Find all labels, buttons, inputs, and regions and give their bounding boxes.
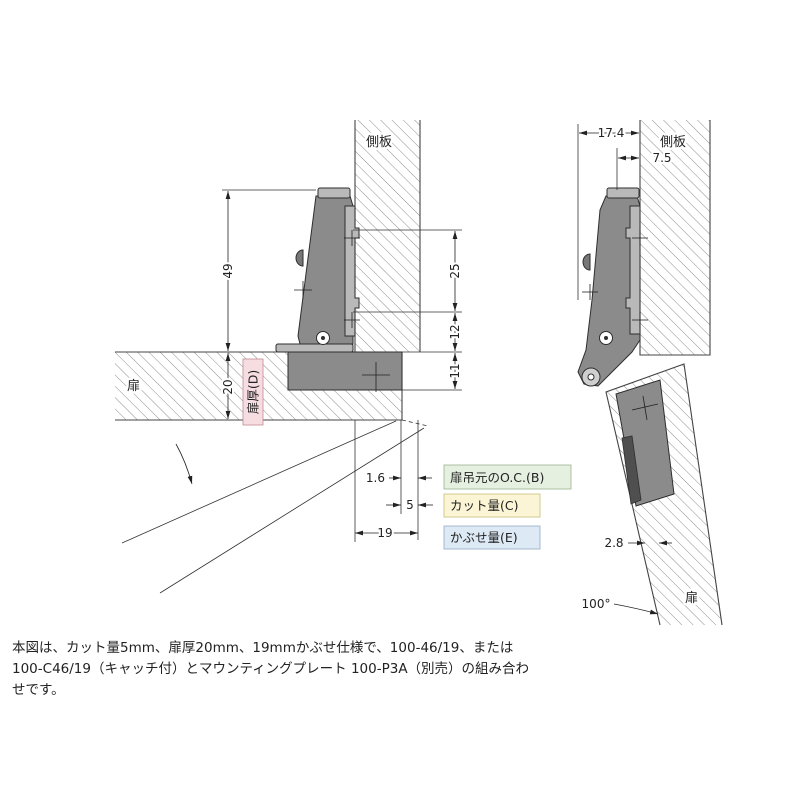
left-dimension-lines: [225, 191, 458, 536]
right-extension-lines: [577, 124, 618, 300]
caption-line-3: せです。: [12, 682, 65, 698]
dim-plate-upper: 25: [448, 263, 462, 278]
dim-arm-height: 49: [221, 263, 235, 278]
center-marks: [582, 230, 659, 421]
dim-door-thickness: 20: [221, 379, 235, 394]
legend-label: かぶせ量(E): [450, 530, 518, 545]
caption: 本図は、カット量5mm、扉厚20mm、19mmかぶせ仕様で、100-46/19、…: [12, 640, 529, 698]
dim-overlay: 19: [377, 526, 392, 540]
left-side-panel-label: 側板: [366, 135, 392, 150]
left-view: 側板 扉 扉厚(D) 49 20 25 12 11 1.6 5 19: [115, 120, 464, 594]
hinge-arm-cap: [317, 187, 351, 199]
hinge-arm-cap: [606, 187, 640, 199]
legend-label: 扉吊元のO.C.(B): [450, 470, 544, 485]
right-door-label: 扉: [685, 590, 698, 606]
adjust-screw-icon: [582, 253, 591, 271]
hinge-base-plate: [275, 343, 354, 353]
adjust-screw-icon: [295, 249, 304, 267]
right-hinge: [577, 187, 675, 507]
left-door-label: 扉: [127, 378, 140, 394]
dim-top: 17.4: [598, 126, 625, 140]
mounting-plate: [344, 205, 360, 337]
right-dimension-lines: [579, 130, 672, 615]
hinge-cup: [287, 351, 403, 391]
caption-line-2: 100-C46/19（キャッチ付）とマウンティングプレート 100-P3A（別売…: [12, 661, 529, 677]
hinge-knuckle-center: [587, 373, 595, 381]
left-hinge: [275, 187, 403, 392]
right-side-panel: [639, 120, 711, 356]
caption-line-1: 本図は、カット量5mm、扉厚20mm、19mmかぶせ仕様で、100-46/19、…: [12, 640, 513, 656]
legend-label: カット量(C): [450, 498, 518, 513]
legend: 扉吊元のO.C.(B) カット量(C) かぶせ量(E): [443, 464, 572, 550]
door-thickness-tag: 扉厚(D): [242, 358, 264, 426]
left-side-panel: [354, 120, 421, 352]
door-swing-lines: [121, 419, 429, 594]
dim-gap: 2.8: [604, 536, 623, 550]
door-thickness-label: 扉厚(D): [246, 370, 261, 414]
door-thickness-box: [242, 358, 264, 426]
dim-cup-depth: 11: [448, 363, 462, 378]
legend-item-cut: カット量(C): [443, 493, 541, 518]
dim-angle: 100°: [582, 597, 611, 611]
dim-offset: 7.5: [652, 151, 671, 165]
dim-cut: 5: [406, 498, 414, 512]
center-marks: [294, 230, 390, 392]
legend-item-overlay: かぶせ量(E): [443, 525, 541, 550]
legend-item-oc: 扉吊元のO.C.(B): [443, 464, 572, 490]
rotation-arrow: [175, 443, 193, 485]
hinge-screw-center: [321, 336, 325, 340]
dim-plate-lower: 12: [448, 324, 462, 339]
hinge-cup-flange: [621, 435, 642, 505]
right-side-panel-label: 側板: [660, 135, 686, 150]
right-view: 側板 扉 17.4 7.5 2.8 100°: [577, 120, 723, 626]
dim-oc: 1.6: [366, 471, 385, 485]
hinge-screw-center: [604, 336, 608, 340]
